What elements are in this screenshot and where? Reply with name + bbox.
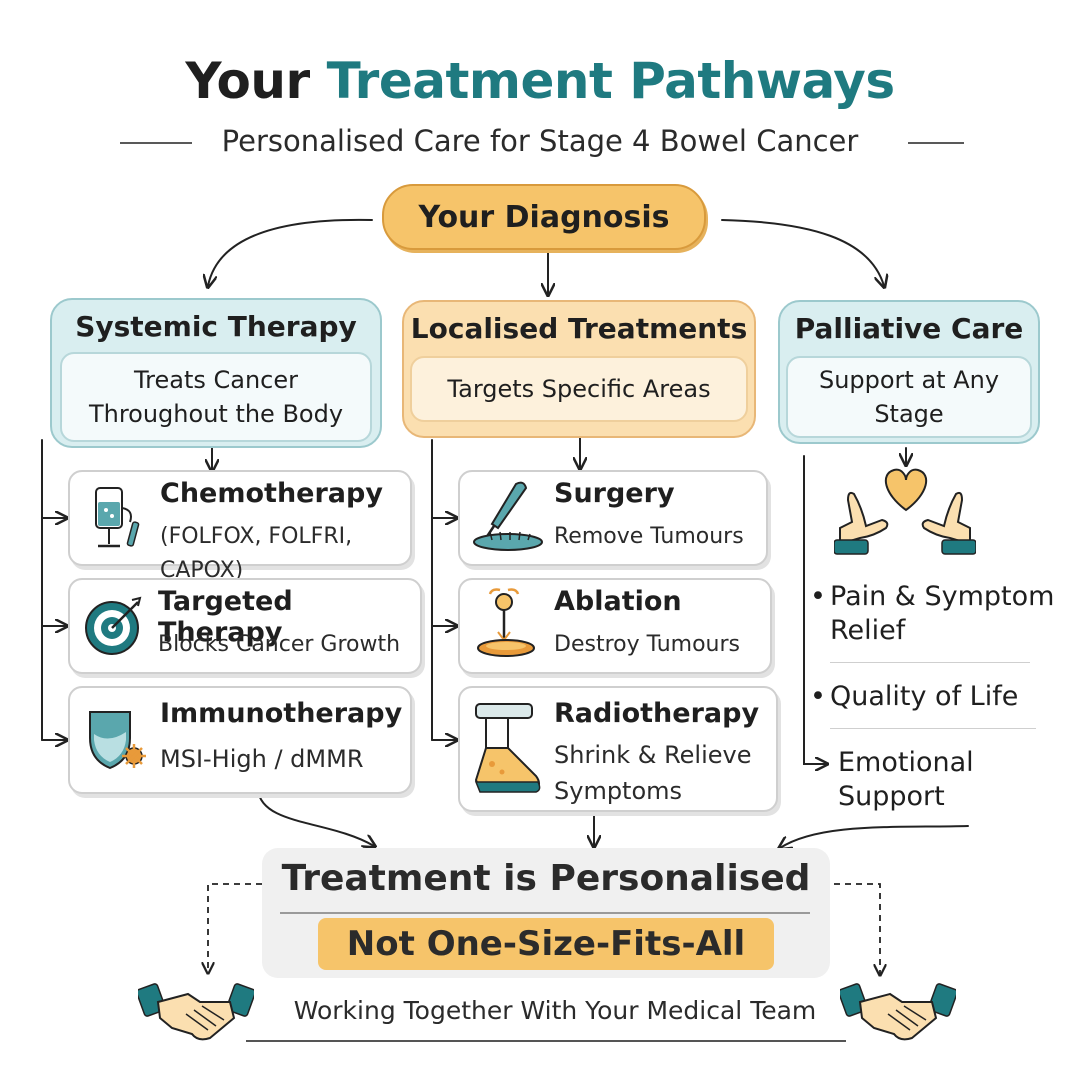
- localised-treatments-title: Localised Treatments: [410, 312, 748, 345]
- diagnosis-node: Your Diagnosis: [382, 184, 706, 250]
- handshake-icon: [840, 983, 956, 1041]
- one-size-pill: Not One-Size-Fits-All: [318, 918, 774, 970]
- systemic-therapy-title: Systemic Therapy: [75, 310, 357, 343]
- ablation-desc: Destroy Tumours: [554, 632, 740, 657]
- title-part-1: Your: [185, 52, 310, 110]
- footer-caption: Working Together With Your Medical Team: [293, 996, 817, 1025]
- surgery-card: Surgery Remove Tumours: [458, 470, 768, 566]
- footer-rule: [246, 1040, 846, 1042]
- palliative-care-subtitle: Support at Any Stage: [786, 356, 1032, 438]
- scalpel-icon: [473, 481, 543, 551]
- palliative-item-emotional-support: Emotional Support: [838, 746, 1058, 814]
- page-subtitle: Personalised Care for Stage 4 Bowel Canc…: [221, 124, 859, 158]
- chemotherapy-card: Chemotherapy (FOLFOX, FOLFRI, CAPOX): [68, 470, 412, 583]
- diagnosis-label: Your Diagnosis: [418, 199, 670, 235]
- dashed-arrow-right: [834, 883, 880, 974]
- palliative-item-quality-of-life: •Quality of Life: [810, 680, 1060, 714]
- emotional-support-line1: Emotional: [838, 747, 974, 778]
- localised-subtitle-line1: Targets Specific Areas: [447, 375, 711, 403]
- callout-divider: [280, 912, 810, 914]
- bullet-icon: •: [810, 681, 826, 712]
- palliative-care-title: Palliative Care: [794, 312, 1024, 345]
- shield-icon: [89, 711, 146, 770]
- one-size-label: Not One-Size-Fits-All: [346, 924, 746, 964]
- radiotherapy-machine-icon: [474, 703, 541, 793]
- systemic-subtitle-line1: Treats Cancer: [134, 366, 298, 394]
- emotional-support-line2: Support: [838, 781, 945, 812]
- systemic-subtitle-line2: Throughout the Body: [88, 400, 344, 428]
- targeted-therapy-title: Targeted Therapy: [158, 586, 293, 648]
- localised-treatments-subtitle: Targets Specific Areas: [410, 356, 748, 422]
- radiotherapy-card: Radiotherapy Shrink & Relieve Symptoms: [458, 686, 778, 812]
- ablation-card: Ablation Destroy Tumours: [458, 578, 772, 674]
- radiotherapy-title: Radiotherapy: [554, 698, 760, 729]
- palliative-item-pain-relief: •Pain & Symptom Relief: [810, 580, 1060, 648]
- palliative-divider-2: [830, 728, 1036, 729]
- targeted-therapy-desc: Blocks Cancer Growth: [158, 632, 401, 657]
- radiotherapy-desc-line2: Symptoms: [554, 777, 683, 805]
- chemotherapy-title: Chemotherapy: [160, 478, 383, 509]
- immunotherapy-desc: MSI-High / dMMR: [160, 745, 364, 773]
- arrow-diagnosis-systemic: [208, 218, 373, 286]
- personalised-headline: Treatment is Personalised: [281, 858, 811, 899]
- bullet-icon: •: [810, 581, 826, 612]
- quality-of-life-label: Quality of Life: [830, 681, 1019, 712]
- targeted-therapy-card: Targeted Therapy Blocks Cancer Growth: [68, 578, 422, 674]
- ablation-probe-icon: [477, 588, 535, 657]
- immunotherapy-title: Immunotherapy: [160, 698, 403, 729]
- surgery-title: Surgery: [554, 478, 675, 509]
- caring-hands-heart-icon: [834, 468, 976, 555]
- palliative-subtitle-line1: Support at Any: [818, 366, 1000, 394]
- surgery-desc: Remove Tumours: [554, 524, 744, 549]
- arrow-immunotherapy-bottom: [257, 789, 374, 846]
- systemic-therapy-subtitle: Treats Cancer Throughout the Body: [60, 352, 372, 442]
- palliative-divider-1: [830, 662, 1030, 663]
- pain-relief-line2: Relief: [830, 615, 906, 646]
- handshake-icon: [138, 983, 254, 1041]
- title-part-2: Treatment Pathways: [326, 52, 896, 110]
- iv-drip-icon: [95, 487, 140, 548]
- radiotherapy-desc-line1: Shrink & Relieve: [554, 741, 752, 769]
- page-title: Your Treatment Pathways: [0, 52, 1080, 110]
- pain-relief-line1: Pain & Symptom: [830, 581, 1055, 612]
- ablation-title: Ablation: [554, 586, 682, 617]
- arrow-palliative-bottom: [780, 825, 969, 848]
- target-icon: [85, 596, 142, 655]
- palliative-subtitle-line2: Stage: [874, 400, 944, 428]
- arrow-diagnosis-palliative: [721, 219, 884, 286]
- immunotherapy-card: Immunotherapy MSI-High / dMMR: [68, 686, 412, 794]
- dashed-arrow-left: [208, 883, 262, 972]
